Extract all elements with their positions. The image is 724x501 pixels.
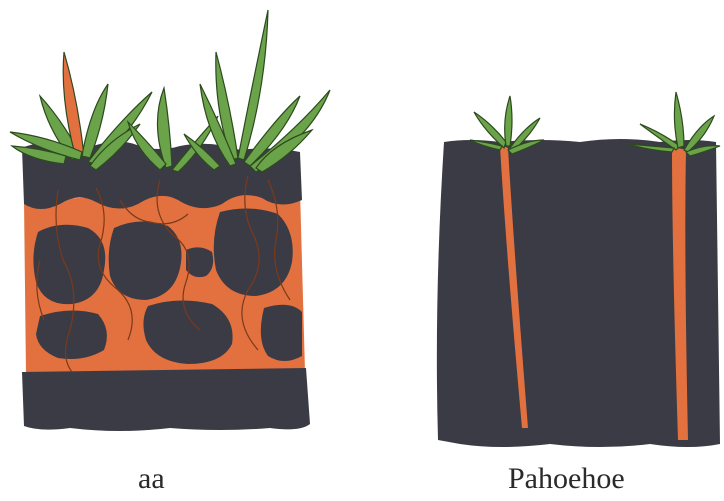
- aa-boulder: [186, 247, 213, 277]
- pahoehoe-caption: Pahoehoe: [508, 464, 625, 494]
- leaf: [505, 96, 512, 146]
- aa-bottom-rock: [22, 368, 310, 431]
- aa-boulder: [261, 305, 302, 361]
- leaf: [674, 92, 684, 148]
- pahoehoe-panel: [437, 92, 720, 447]
- aa-boulder: [33, 225, 105, 304]
- aa-caption: aa: [138, 464, 165, 494]
- aa-plants: [10, 10, 330, 172]
- aa-boulder: [36, 310, 107, 359]
- aa-panel: [10, 10, 330, 431]
